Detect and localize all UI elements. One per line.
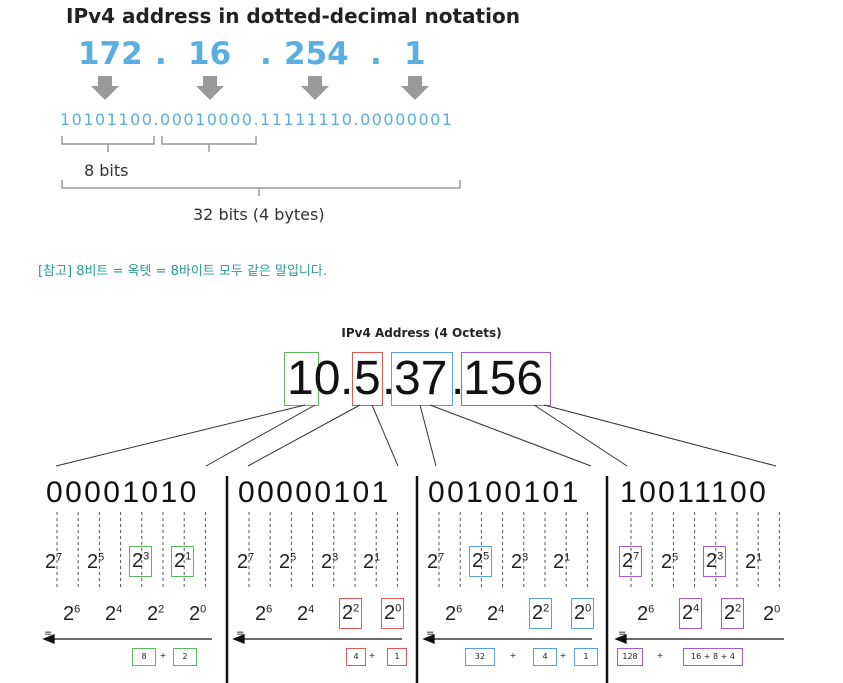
sum-term: 4 [346, 648, 366, 666]
power-of-two: 27 [45, 551, 63, 573]
left-arrow-icon [232, 634, 245, 644]
sum-term: 4 [533, 648, 557, 666]
power-of-two: 25 [279, 551, 297, 573]
power-of-two: 27 [427, 551, 445, 573]
connector-line [247, 404, 361, 467]
dot-separator: . [155, 36, 167, 72]
equals-sign: = [236, 628, 245, 639]
power-of-two: 23 [129, 546, 153, 577]
sum-term: 1 [387, 648, 407, 666]
power-of-two: 25 [661, 551, 679, 573]
equals-sign: = [618, 628, 627, 639]
octet-bits-2: 00000101 [238, 476, 391, 509]
power-of-two: 21 [363, 551, 381, 573]
ip-octet-2: 5 [354, 352, 381, 405]
power-of-two: 24 [679, 598, 703, 629]
top-title: IPv4 address in dotted-decimal notation [66, 4, 520, 28]
power-of-two: 26 [255, 603, 273, 625]
power-of-two: 21 [553, 551, 571, 573]
down-arrow-icon [196, 76, 224, 100]
sum-operator: + [559, 651, 567, 660]
dot-separator: . [260, 36, 272, 72]
sum-operator: + [509, 651, 517, 660]
connector-line [533, 404, 628, 467]
equals-sign: = [44, 628, 53, 639]
dot-separator: . [370, 36, 382, 72]
power-of-two: 20 [381, 598, 405, 629]
top-graphics [61, 76, 461, 196]
down-arrow-icon [91, 76, 119, 100]
ip-octet-3: 37 [394, 352, 448, 405]
note-text: [참고] 8비트 = 옥텟 = 8바이트 모두 같은 말입니다. [38, 264, 327, 279]
connector-line [543, 404, 777, 467]
octet-diagram-lines [42, 404, 784, 683]
sum-term: 16 + 8 + 4 [683, 648, 743, 666]
power-of-two: 26 [445, 603, 463, 625]
power-of-two: 22 [339, 598, 363, 629]
decimal-octet-3: 254 [284, 36, 349, 72]
sum-operator: + [159, 651, 167, 660]
decimal-octet-1: 172 [78, 36, 143, 72]
power-of-two: 26 [637, 603, 655, 625]
power-of-two: 25 [469, 546, 493, 577]
ip-octet-4: 156 [463, 352, 544, 405]
sum-term: 128 [617, 648, 643, 666]
binary-address: 10101100.00010000.11111110.00000001 [60, 110, 454, 129]
power-of-two: 24 [297, 603, 315, 625]
sum-term: 32 [465, 648, 495, 666]
bracket-8bits [161, 136, 257, 152]
ip-dot: . [382, 352, 396, 405]
left-arrow-icon [422, 634, 435, 644]
down-arrow-icon [301, 76, 329, 100]
power-of-two: 25 [87, 551, 105, 573]
label-32-bits: 32 bits (4 bytes) [193, 205, 325, 224]
power-of-two: 27 [237, 551, 255, 573]
power-of-two: 22 [147, 603, 165, 625]
power-of-two: 23 [703, 546, 727, 577]
octets-title: IPv4 Address (4 Octets) [341, 326, 502, 340]
octet-box-3 [391, 352, 453, 406]
left-arrow-icon [42, 634, 55, 644]
ip-dot: . [340, 352, 354, 405]
octet-box-4 [461, 352, 551, 406]
sum-term: 1 [574, 648, 598, 666]
bracket-8bits [61, 136, 155, 152]
connector-line [205, 404, 316, 467]
connector-line [371, 404, 399, 467]
power-of-two: 20 [763, 603, 781, 625]
power-of-two: 24 [105, 603, 123, 625]
bracket-32bits [61, 180, 461, 196]
decimal-octet-2: 16 [188, 36, 232, 72]
octet-box-2 [352, 352, 383, 406]
power-of-two: 20 [189, 603, 207, 625]
power-of-two: 21 [171, 546, 195, 577]
connector-line [429, 404, 592, 467]
label-8-bits: 8 bits [84, 161, 129, 180]
sum-term: 2 [173, 648, 197, 666]
ip-octet-1: 10 [287, 352, 341, 405]
power-of-two: 22 [721, 598, 745, 629]
power-of-two: 22 [529, 598, 553, 629]
power-of-two: 27 [619, 546, 643, 577]
sum-term: 8 [132, 648, 156, 666]
decimal-octet-4: 1 [404, 36, 426, 72]
connector-line [55, 404, 306, 467]
sum-operator: + [368, 651, 376, 660]
ip-dot: . [451, 352, 465, 405]
octet-bits-4: 10011100 [620, 476, 769, 509]
power-of-two: 20 [571, 598, 595, 629]
power-of-two: 23 [321, 551, 339, 573]
left-arrow-icon [614, 634, 627, 644]
power-of-two: 24 [487, 603, 505, 625]
octet-bits-1: 00001010 [46, 476, 199, 509]
octet-bits-3: 00100101 [428, 476, 581, 509]
power-of-two: 21 [745, 551, 763, 573]
equals-sign: = [426, 628, 435, 639]
sum-operator: + [656, 651, 664, 660]
down-arrow-icon [401, 76, 429, 100]
connector-line [419, 404, 437, 467]
power-of-two: 23 [511, 551, 529, 573]
power-of-two: 26 [63, 603, 81, 625]
